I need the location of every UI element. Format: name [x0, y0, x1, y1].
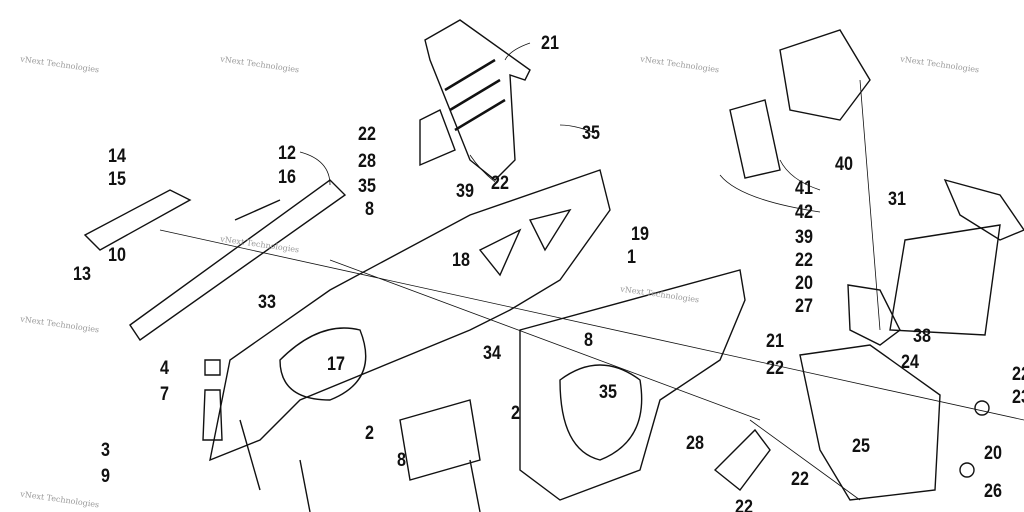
- callout-35: 35: [582, 123, 600, 144]
- callout-28: 28: [358, 151, 376, 172]
- callout-16: 16: [278, 167, 296, 188]
- callout-35: 35: [358, 176, 376, 197]
- callout-7: 7: [160, 384, 169, 405]
- callout-15: 15: [108, 169, 126, 190]
- part-38-bracket: [847, 284, 901, 346]
- callout-28: 28: [686, 433, 704, 454]
- callout-4: 4: [160, 358, 169, 379]
- callout-20: 20: [984, 443, 1002, 464]
- callout-8: 8: [584, 330, 593, 351]
- part-31-grille: [889, 224, 1001, 336]
- callout-14: 14: [108, 146, 126, 167]
- part-41-box: [729, 99, 781, 179]
- callout-21: 21: [541, 33, 559, 54]
- callout-20: 20: [795, 273, 813, 294]
- callout-2: 2: [365, 423, 374, 444]
- callout-17: 17: [327, 354, 345, 375]
- callout-9: 9: [101, 466, 110, 487]
- callout-22: 22: [1012, 364, 1024, 385]
- callout-22: 22: [735, 497, 753, 512]
- callout-8: 8: [365, 199, 374, 220]
- part-1-frame-left: [209, 169, 611, 462]
- callout-22: 22: [795, 250, 813, 271]
- callout-1: 1: [627, 247, 636, 268]
- callout-41: 41: [795, 178, 813, 199]
- callout-18: 18: [452, 250, 470, 271]
- callout-26: 26: [984, 481, 1002, 502]
- callout-21: 21: [766, 331, 784, 352]
- part-14-tube: [83, 189, 192, 251]
- part-12-rail: [129, 179, 347, 341]
- callout-12: 12: [278, 143, 296, 164]
- callout-34: 34: [483, 343, 501, 364]
- callout-39: 39: [456, 181, 474, 202]
- callout-2: 2: [511, 403, 520, 424]
- callout-10: 10: [108, 245, 126, 266]
- callout-22: 22: [791, 469, 809, 490]
- callout-8: 8: [397, 450, 406, 471]
- callout-42: 42: [795, 202, 813, 223]
- callout-19: 19: [631, 224, 649, 245]
- callout-38: 38: [913, 326, 931, 347]
- callout-27: 27: [795, 296, 813, 317]
- callout-22: 22: [766, 358, 784, 379]
- callout-35: 35: [599, 382, 617, 403]
- callout-3: 3: [101, 440, 110, 461]
- part-40-motor: [779, 29, 871, 121]
- part-21-plate: [799, 344, 941, 501]
- callout-13: 13: [73, 264, 91, 285]
- callout-40: 40: [835, 154, 853, 175]
- callout-25: 25: [852, 436, 870, 457]
- callout-22: 22: [491, 173, 509, 194]
- part-28-bracket: [713, 428, 771, 491]
- callout-39: 39: [795, 227, 813, 248]
- callout-33: 33: [258, 292, 276, 313]
- callout-22: 22: [358, 124, 376, 145]
- part-1-frame-right: [519, 269, 746, 501]
- callout-31: 31: [888, 189, 906, 210]
- callout-24: 24: [901, 352, 919, 373]
- callout-23: 23: [1012, 387, 1024, 408]
